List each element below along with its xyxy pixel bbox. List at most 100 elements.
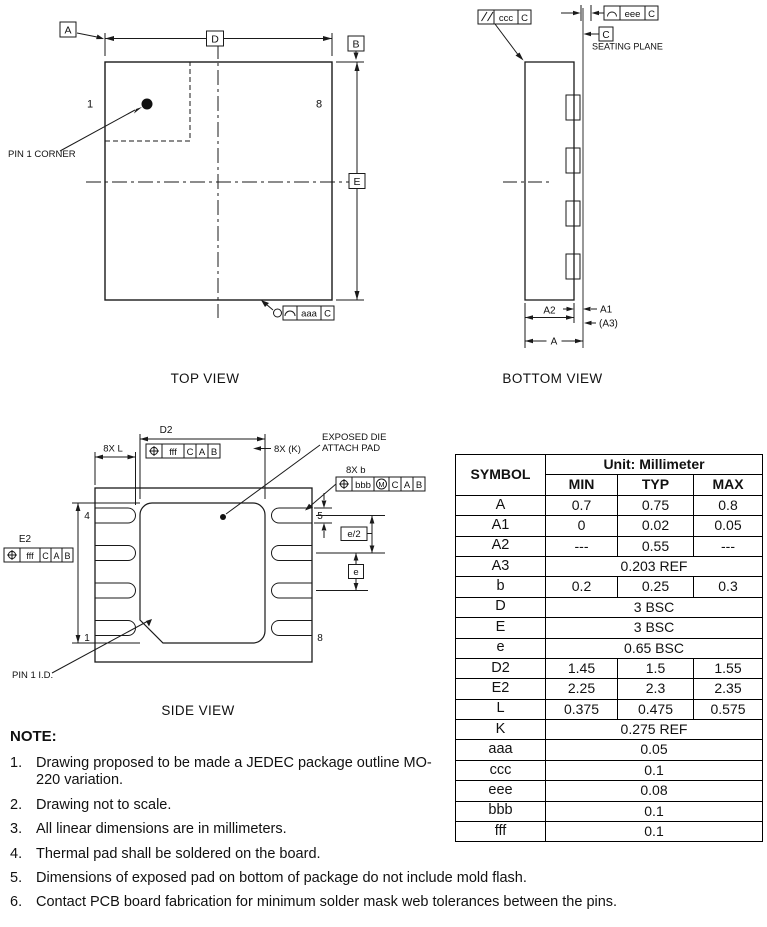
value-cell: 0.05 bbox=[693, 515, 763, 537]
value-cell: 0.7 bbox=[545, 494, 618, 517]
pin1-id-leader bbox=[51, 620, 149, 674]
top-view-label: TOP VIEW bbox=[170, 371, 240, 386]
note-item: 3. All linear dimensions are in millimete… bbox=[10, 821, 762, 838]
pin-shape bbox=[95, 507, 136, 524]
table-row: A2---0.55--- bbox=[455, 535, 763, 557]
value-cell: 3 BSC bbox=[545, 617, 763, 639]
profile-symbol-icon bbox=[284, 310, 296, 317]
fcf-eee: eee C bbox=[603, 5, 659, 21]
bbb-tolerance-label: bbb bbox=[355, 480, 371, 491]
value-cell: 0.2 bbox=[545, 576, 618, 598]
note-text: Thermal pad shall be soldered on the boa… bbox=[36, 845, 321, 862]
pin-shape bbox=[95, 582, 136, 599]
pin1-corner-dashed-region bbox=[105, 62, 191, 142]
value-cell: 0.25 bbox=[617, 576, 694, 598]
pin-shape bbox=[95, 620, 136, 636]
bottom-view-arrowheads bbox=[515, 10, 599, 344]
pin5-number: 5 bbox=[317, 511, 323, 522]
fff-tolerance-label: fff bbox=[26, 551, 34, 561]
side-view-drawing: fff C A B fff C A B bbox=[3, 425, 426, 681]
eee-datum-label: C bbox=[648, 9, 655, 20]
notes-list: 1.Drawing proposed to be made a JEDEC pa… bbox=[10, 755, 762, 912]
top-view-arrowheads bbox=[96, 34, 360, 307]
lead-shape bbox=[565, 94, 581, 121]
table-header-row: SYMBOL Unit: Millimeter bbox=[455, 453, 763, 496]
fcf-fff-left: fff C A B bbox=[3, 547, 74, 563]
bbb-datum2-label: A bbox=[404, 480, 411, 491]
datum-c-label: C bbox=[602, 30, 609, 41]
fff-datum3-label: B bbox=[64, 551, 70, 561]
dim-b-lines bbox=[314, 493, 332, 538]
mmc-modifier-icon bbox=[376, 478, 387, 490]
note-text: Dimensions of exposed pad on bottom of p… bbox=[36, 869, 527, 886]
position-symbol-icon bbox=[339, 479, 349, 489]
bbb-datum1-label: C bbox=[392, 480, 399, 491]
eee-dim-lines bbox=[561, 5, 604, 21]
dim-e-label: E bbox=[353, 176, 360, 188]
symbol-cell: A bbox=[455, 494, 546, 517]
symbol-cell: e bbox=[455, 637, 546, 659]
pin1-number: 1 bbox=[87, 99, 93, 111]
note-number: 4. bbox=[10, 845, 23, 862]
pin-shape bbox=[271, 582, 312, 599]
symbol-cell: A2 bbox=[455, 535, 546, 557]
note-item: 2.Drawing not to scale. bbox=[10, 797, 762, 814]
dim-a1-label: A1 bbox=[600, 305, 613, 316]
dim-e-box bbox=[348, 564, 364, 579]
pin-shape bbox=[271, 545, 312, 561]
datum-a-box bbox=[59, 21, 77, 38]
dim-e-half-box bbox=[340, 526, 368, 541]
note-item: 1.Drawing proposed to be made a JEDEC pa… bbox=[10, 755, 762, 790]
datum-a-label: A bbox=[64, 25, 71, 37]
value-cell: 0.02 bbox=[617, 515, 694, 537]
value-cell: 0.1 bbox=[545, 821, 763, 843]
pin-shape bbox=[95, 545, 136, 561]
side-view-arrowheads bbox=[75, 436, 375, 643]
symbol-cell: E bbox=[455, 617, 546, 639]
dim-d-label: D bbox=[211, 34, 219, 46]
top-view-drawing: A D B E 1 8 PIN 1 CORNER aaa C bbox=[8, 21, 366, 321]
aaa-tolerance-label: aaa bbox=[301, 309, 318, 320]
value-cell: 2.3 bbox=[617, 678, 694, 700]
note-number: 6. bbox=[10, 894, 23, 911]
value-cell: 0.75 bbox=[617, 494, 694, 517]
datum-c-group: C SEATING PLANE bbox=[592, 26, 663, 52]
value-cell: 2.25 bbox=[545, 678, 618, 700]
note-text: Drawing not to scale. bbox=[36, 796, 172, 813]
dim-d2-label: D2 bbox=[160, 425, 173, 436]
fcf-fff-top: fff C A B bbox=[145, 443, 221, 459]
value-cell: 0.475 bbox=[617, 698, 694, 721]
lead-shape bbox=[565, 253, 581, 280]
bbb-datum3-label: B bbox=[416, 480, 422, 491]
pin1-corner-leader bbox=[59, 109, 136, 152]
bottom-view-label: BOTTOM VIEW bbox=[502, 371, 603, 386]
fff-datum1-label: C bbox=[42, 551, 49, 561]
symbol-cell: L bbox=[455, 698, 546, 721]
datum-b-box bbox=[347, 35, 365, 52]
pin1-number: 1 bbox=[84, 633, 90, 644]
value-cell: 0.375 bbox=[545, 698, 618, 721]
notes-title: NOTE: bbox=[10, 728, 57, 745]
exposed-pad-outline bbox=[139, 502, 266, 644]
ccc-leader bbox=[494, 23, 520, 57]
value-cell: 2.35 bbox=[693, 678, 763, 700]
note-text: All linear dimensions are in millimeters… bbox=[36, 821, 287, 838]
note-item: 5.Dimensions of exposed pad on bottom of… bbox=[10, 870, 762, 887]
value-cell: 0.203 REF bbox=[545, 555, 763, 578]
pin-shape bbox=[271, 620, 312, 636]
pin1-id-label: PIN 1 I.D. bbox=[12, 670, 53, 681]
value-cell: 1.5 bbox=[617, 657, 694, 680]
lead-shape bbox=[565, 147, 581, 174]
dim-d-lines bbox=[104, 33, 333, 56]
note-number: 3. bbox=[10, 821, 23, 838]
fff-datum1-label: C bbox=[187, 447, 194, 458]
